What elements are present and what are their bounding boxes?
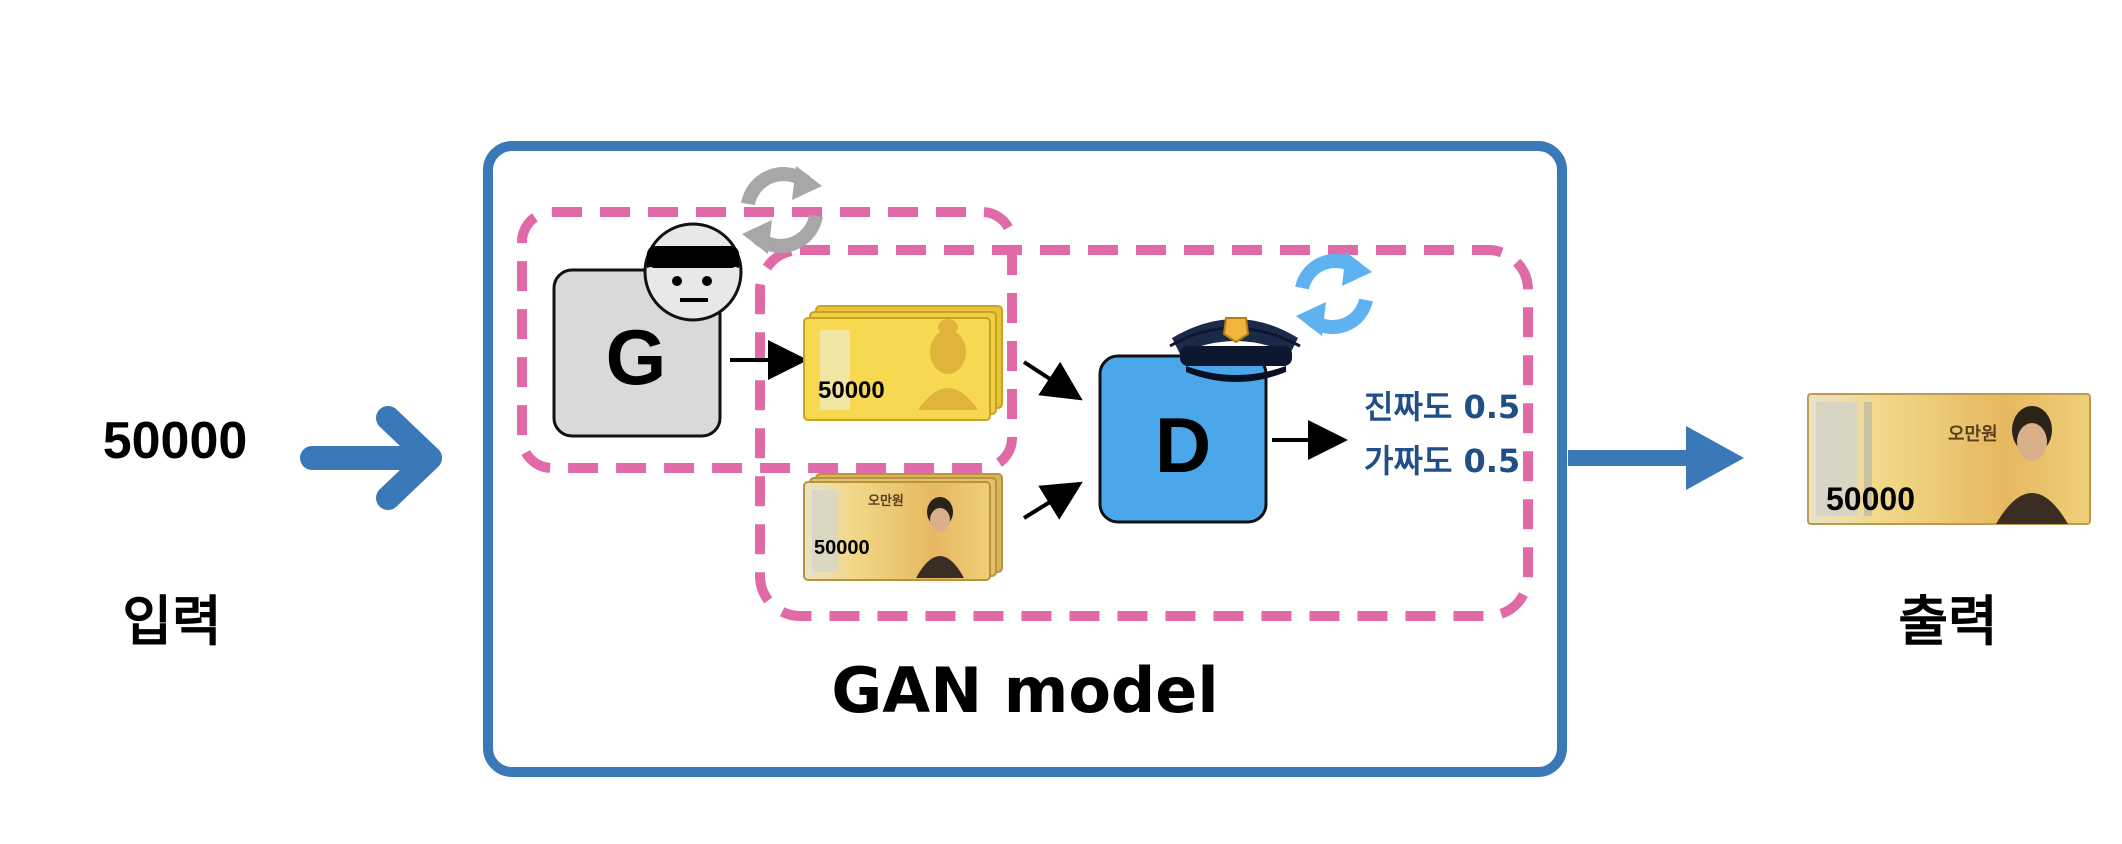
gan-model-title: GAN model [831,654,1218,727]
output-label: 출력 [1898,590,1997,653]
output-note-amount: 50000 [1826,481,1915,517]
discriminator-training-group [755,245,1533,621]
thief-face-icon [643,222,743,322]
fake-note-portrait-icon [918,319,978,410]
output-note-portrait-icon [1996,406,2068,524]
arrow-fake-to-discriminator [1022,360,1083,401]
output-note-title: 오만원 [1948,424,1998,445]
input-label: 입력 [122,590,221,653]
output-arrow-icon [1568,426,1744,490]
input-value: 50000 [103,412,248,470]
discriminator-letter: D [1155,401,1211,489]
result-real-probability: 진짜도 0.5 [1364,388,1520,426]
generator-letter: G [606,313,667,401]
real-note-portrait-icon [916,497,964,578]
police-hat-icon [1169,317,1301,382]
real-note-amount: 50000 [814,537,870,559]
blue-refresh-icon [1295,252,1373,336]
arrow-real-to-discriminator [1022,481,1083,520]
generator-training-group [517,207,1017,473]
fake-note-amount: 50000 [818,377,885,404]
input-arrow-icon [300,406,442,510]
gray-refresh-icon [741,166,823,254]
real-note-title: 오만원 [868,493,904,509]
output-note: 오만원 50000 [1807,393,2091,525]
result-fake-probability: 가짜도 0.5 [1364,442,1520,480]
fake-note: 50000 [803,305,1003,421]
real-note: 오만원 50000 [803,473,1003,581]
